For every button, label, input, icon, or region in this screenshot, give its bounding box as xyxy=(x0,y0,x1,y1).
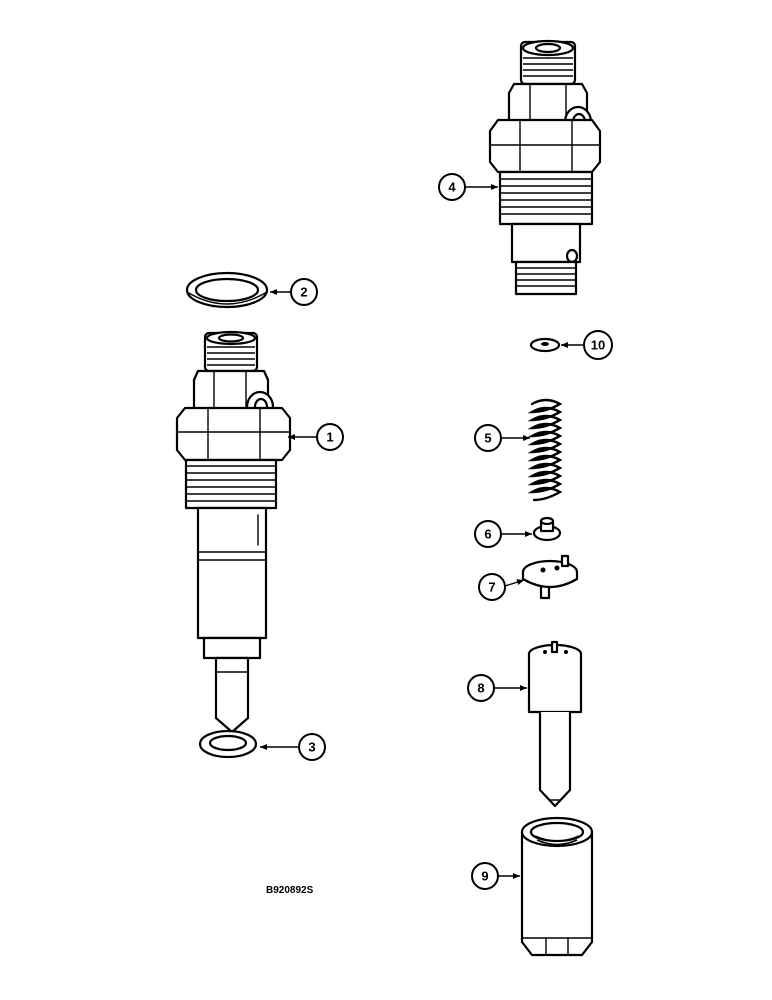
part-1-injector-assembly xyxy=(175,330,292,734)
part-2-seal-ring xyxy=(185,271,269,309)
part-3-washer xyxy=(198,729,258,759)
callout-3-label: 3 xyxy=(308,740,315,755)
part-8-nozzle xyxy=(527,640,583,808)
callout-9: 9 xyxy=(471,862,520,890)
callout-1-label: 1 xyxy=(326,430,333,445)
callout-8: 8 xyxy=(467,674,527,702)
callout-7-label: 7 xyxy=(488,580,495,595)
callout-7: 7 xyxy=(478,573,525,601)
callout-8-label: 8 xyxy=(477,681,484,696)
callout-3: 3 xyxy=(260,733,326,761)
callout-5: 5 xyxy=(474,424,530,452)
figure-code: B920892S xyxy=(266,885,314,896)
callout-5-label: 5 xyxy=(484,431,491,446)
part-6-spring-seat xyxy=(532,516,562,542)
part-9-nozzle-nut xyxy=(520,816,594,957)
callout-10-label: 10 xyxy=(591,338,605,353)
callout-1: 1 xyxy=(288,423,344,451)
part-5-spring xyxy=(527,398,563,502)
part-4-nozzle-holder-body xyxy=(488,39,602,296)
callout-2-label: 2 xyxy=(300,285,307,300)
callout-6-label: 6 xyxy=(484,527,491,542)
part-10-shim-washer xyxy=(529,337,561,353)
callout-4: 4 xyxy=(438,173,498,201)
callout-10: 10 xyxy=(561,330,613,360)
part-7-intermediate-plate xyxy=(521,554,579,600)
callout-6: 6 xyxy=(474,520,532,548)
callout-9-label: 9 xyxy=(481,869,488,884)
callout-2: 2 xyxy=(270,278,318,306)
callout-4-label: 4 xyxy=(448,180,456,195)
